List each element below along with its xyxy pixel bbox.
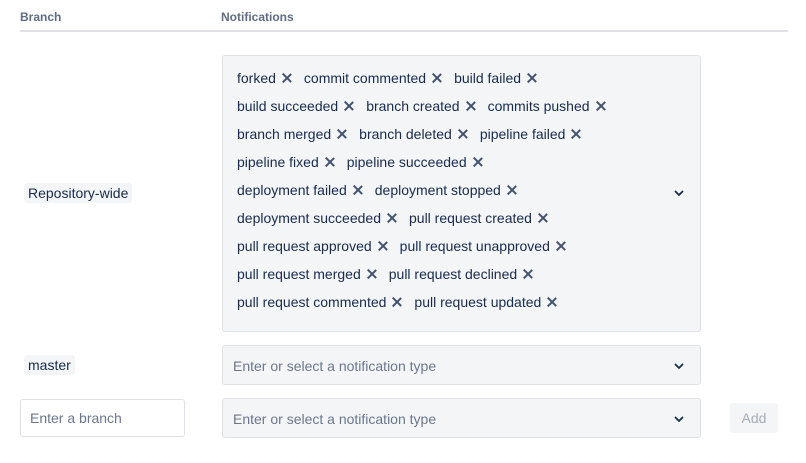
add-button[interactable]: Add (730, 403, 778, 433)
notification-tag-label: pipeline fixed (237, 154, 319, 170)
branch-label-master: master (24, 355, 75, 375)
notification-tag: branch deleted (359, 126, 470, 142)
notification-tag-label: build failed (454, 70, 522, 86)
tag-row: build succeeded branch created commits pus… (237, 92, 657, 120)
close-icon[interactable] (342, 99, 356, 113)
tag-row: deployment succeeded pull request created (237, 204, 657, 232)
notification-tag: pull request unapproved (400, 238, 568, 254)
notification-tag: deployment stopped (375, 182, 519, 198)
close-icon[interactable] (471, 155, 485, 169)
chevron-down-icon[interactable] (674, 361, 684, 371)
close-icon[interactable] (554, 239, 568, 253)
branch-column-header: Branch (20, 10, 62, 24)
close-icon[interactable] (521, 267, 535, 281)
tag-row: forked commit commented build failed (237, 64, 657, 92)
notification-tag-label: pull request unapproved (399, 238, 550, 254)
tag-row: deployment failed deployment stopped (237, 176, 657, 204)
close-icon[interactable] (569, 127, 583, 141)
notification-tag-label: branch deleted (359, 126, 452, 142)
notification-tag-label: branch merged (237, 126, 332, 142)
notification-tag: branch created (366, 98, 477, 114)
close-icon[interactable] (536, 211, 550, 225)
notification-select-master[interactable]: Enter or select a notification type (222, 345, 701, 385)
notification-tag-label: deployment succeeded (237, 210, 381, 226)
notification-tag-label: forked (237, 70, 276, 86)
close-icon[interactable] (594, 99, 608, 113)
branch-name-input[interactable] (20, 399, 185, 437)
notification-tag-label: pull request declined (388, 266, 518, 282)
close-icon[interactable] (351, 183, 365, 197)
notification-tag-label: pull request updated (414, 294, 542, 310)
close-icon[interactable] (335, 127, 349, 141)
notification-tag-label: commits pushed (487, 98, 590, 114)
branch-label-repository-wide: Repository-wide (24, 183, 133, 203)
notification-tag-label: pull request approved (237, 238, 372, 254)
notification-select-new[interactable]: Enter or select a notification type (222, 398, 701, 438)
tag-row: pull request merged pull request declined (237, 260, 657, 288)
notification-tag: pull request created (409, 210, 550, 226)
notification-select-placeholder: Enter or select a notification type (233, 411, 437, 427)
chevron-down-icon[interactable] (674, 414, 684, 424)
close-icon[interactable] (390, 295, 404, 309)
close-icon[interactable] (505, 183, 519, 197)
tag-row: pipeline fixed pipeline succeeded (237, 148, 657, 176)
notification-tag-label: pipeline succeeded (346, 154, 467, 170)
close-icon[interactable] (323, 155, 337, 169)
notification-tag-label: pipeline failed (479, 126, 566, 142)
notification-tag-label: commit commented (303, 70, 427, 86)
notification-tag: pipeline failed (480, 126, 584, 142)
close-icon[interactable] (376, 239, 390, 253)
notification-tag-label: deployment failed (237, 182, 347, 198)
tag-row: pull request commented pull request updat… (237, 288, 657, 316)
tag-row: branch merged branch deleted pipeline fail… (237, 120, 657, 148)
chevron-down-icon[interactable] (674, 188, 684, 198)
notification-tag: commit commented (304, 70, 444, 86)
close-icon[interactable] (280, 71, 294, 85)
notification-tag: pull request declined (389, 266, 535, 282)
selected-notification-tags: forked commit commented build failed build … (237, 64, 657, 316)
notification-tag-label: pull request commented (237, 294, 387, 310)
tag-row: pull request approved pull request unappr… (237, 232, 657, 260)
close-icon[interactable] (456, 127, 470, 141)
notification-tag: branch merged (237, 126, 349, 142)
notification-tag-label: pull request created (409, 210, 532, 226)
close-icon[interactable] (525, 71, 539, 85)
notification-tag: pull request commented (237, 294, 404, 310)
notification-tag: pull request merged (237, 266, 379, 282)
close-icon[interactable] (464, 99, 478, 113)
notification-tag: pipeline fixed (237, 154, 337, 170)
notification-tag: deployment failed (237, 182, 365, 198)
notification-tag: pipeline succeeded (347, 154, 485, 170)
notifications-column-header: Notifications (221, 10, 294, 24)
close-icon[interactable] (545, 295, 559, 309)
notification-tag: commits pushed (488, 98, 608, 114)
notification-tag-label: deployment stopped (374, 182, 501, 198)
close-icon[interactable] (365, 267, 379, 281)
notification-tag: pull request approved (237, 238, 390, 254)
close-icon[interactable] (385, 211, 399, 225)
header-divider (20, 30, 788, 32)
notification-select-placeholder: Enter or select a notification type (233, 358, 437, 374)
notification-tag: build failed (454, 70, 539, 86)
notification-multiselect-repository-wide[interactable]: forked commit commented build failed build … (222, 55, 701, 332)
notification-tag-label: build succeeded (237, 98, 339, 114)
close-icon[interactable] (430, 71, 444, 85)
notification-tag: pull request updated (414, 294, 559, 310)
notification-tag: forked (237, 70, 294, 86)
notification-tag: deployment succeeded (237, 210, 399, 226)
notification-tag: build succeeded (237, 98, 356, 114)
notification-tag-label: pull request merged (237, 266, 361, 282)
notification-tag-label: branch created (366, 98, 460, 114)
